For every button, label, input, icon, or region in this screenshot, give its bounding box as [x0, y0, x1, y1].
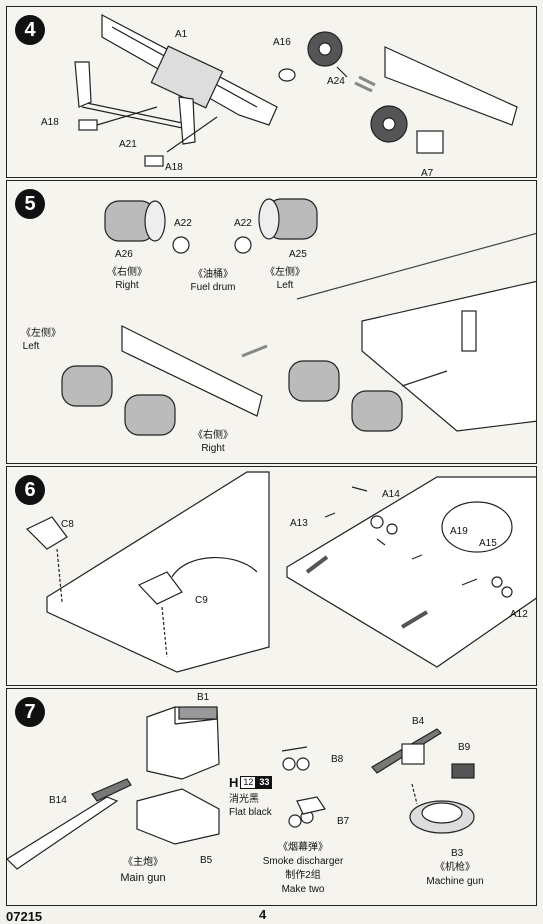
part-label-c8: C8	[61, 519, 74, 530]
step-6-panel: 6 C8 C9 A14 A13 A19 A15 A12	[6, 466, 537, 686]
step-number-badge: 5	[15, 189, 45, 219]
caption-make-en: Make two	[281, 884, 325, 895]
part-label-a26: A26	[115, 249, 133, 260]
caption-main-gun-en: Main gun	[120, 872, 166, 884]
caption-make-cn: 制作2组	[285, 870, 321, 881]
part-label-a22-right: A22	[234, 218, 252, 229]
caption-main-gun-cn: 《主炮》	[123, 857, 163, 868]
part-label-b9: B9	[458, 742, 471, 753]
part-label-a19: A19	[450, 526, 468, 537]
paint-code-num2: 33	[256, 776, 273, 789]
part-label-a21: A21	[119, 139, 137, 150]
footer-product-code: 07215	[6, 909, 43, 924]
part-label-a7: A7	[421, 168, 434, 178]
step-number-badge: 4	[15, 15, 45, 45]
part-label-a22-left: A22	[174, 218, 192, 229]
step-number-badge: 6	[15, 475, 45, 505]
part-label-b14: B14	[49, 795, 67, 806]
part-label-b5: B5	[200, 855, 213, 866]
step-5-panel: 5 A26 A22 A22 A25 《右侧》 Right	[6, 180, 537, 464]
part-label-a13: A13	[290, 518, 308, 529]
caption-left-mid-cn: 《左侧》	[21, 328, 61, 339]
caption-smoke-cn: 《烟幕弹》	[278, 842, 328, 853]
part-label-a25: A25	[289, 249, 307, 260]
caption-left-mid-en: Left	[22, 341, 40, 352]
step-4-panel: 4 A1 A16 A	[6, 6, 537, 178]
part-label-b3: B3	[451, 848, 464, 859]
caption-right-top-en: Right	[115, 280, 139, 291]
part-label-a16: A16	[273, 37, 291, 48]
step-7-panel: 7 B1 B14 B5 B8 B7	[6, 688, 537, 906]
caption-mg-cn: 《机枪》	[435, 862, 475, 873]
part-label-a15: A15	[479, 538, 497, 549]
caption-fuel-cn: 《油桶》	[193, 269, 233, 280]
part-label-a12: A12	[510, 609, 528, 620]
part-label-c9: C9	[195, 595, 208, 606]
caption-fuel-en: Fuel drum	[190, 282, 236, 293]
paint-code-box: H 12 33	[229, 775, 273, 790]
step-6-illustration	[25, 471, 536, 673]
caption-mg-en: Machine gun	[426, 876, 484, 887]
part-label-a24: A24	[327, 76, 345, 87]
caption-smoke-en: Smoke discharger	[262, 856, 344, 867]
caption-left-top-en: Left	[276, 280, 294, 291]
part-label-a18-top: A18	[41, 117, 59, 128]
part-label-b4: B4	[412, 716, 425, 727]
part-label-b8: B8	[331, 754, 344, 765]
paint-name-en: Flat black	[229, 807, 272, 818]
caption-right-mid-cn: 《右侧》	[193, 430, 233, 441]
paint-code-letter: H	[229, 775, 239, 790]
caption-left-top-cn: 《左侧》	[265, 267, 305, 278]
part-label-b7: B7	[337, 816, 350, 827]
paint-code-num1: 12	[240, 776, 257, 789]
part-label-a1: A1	[175, 29, 188, 40]
caption-right-mid-en: Right	[201, 443, 225, 454]
part-label-a14: A14	[382, 489, 400, 500]
part-label-a18-bottom: A18	[165, 162, 183, 173]
step-4-illustration	[74, 14, 518, 167]
caption-right-top-cn: 《右侧》	[107, 267, 147, 278]
step-5-illustration	[61, 198, 536, 436]
step-7-illustration	[7, 706, 475, 870]
footer-page-number: 4	[259, 907, 267, 922]
step-number-badge: 7	[15, 697, 45, 727]
part-label-b1: B1	[197, 692, 210, 703]
paint-name-cn: 消光黑	[229, 794, 259, 805]
